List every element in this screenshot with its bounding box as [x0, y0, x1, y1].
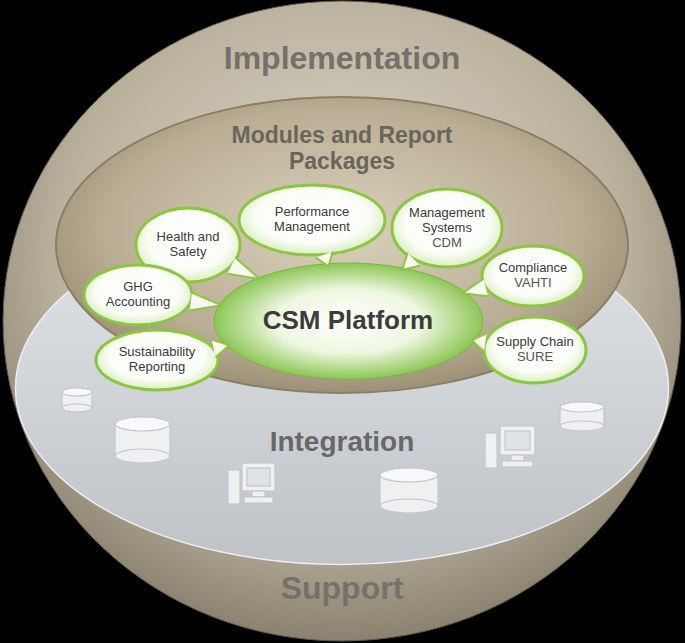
module-bubble: Sustainability Reporting — [93, 327, 221, 393]
database-icon — [62, 388, 92, 412]
node-label: Implementation — [2, 40, 682, 77]
node-sublabel: VAHTI — [495, 276, 571, 291]
module-bubble: Supply ChainSURE — [481, 314, 589, 386]
module-bubble: Management SystemsCDM — [389, 186, 505, 270]
node-label: Performance Management — [259, 205, 365, 235]
node-label: Compliance — [495, 261, 571, 276]
module-bubble: ComplianceVAHTI — [479, 243, 587, 309]
node-label: Modules and Report Packages — [230, 122, 455, 175]
database-icon — [380, 468, 438, 513]
node-label: Sustainability Reporting — [112, 345, 202, 375]
bubble-tail — [462, 279, 487, 296]
module-bubble: Performance Management — [236, 182, 388, 258]
bubble-tail — [190, 293, 222, 311]
computer-icon — [485, 426, 535, 468]
bubble-tail — [472, 333, 487, 351]
bubble-tail — [316, 252, 333, 267]
node-label: Management Systems — [407, 206, 488, 236]
bubble-tail — [212, 340, 229, 358]
node-label: Integration — [14, 426, 670, 458]
module-bubble: GHG Accounting — [81, 262, 195, 328]
node-sublabel: Support — [2, 570, 682, 607]
modules-ellipse: Modules and Report PackagesCSM Platform H… — [54, 95, 630, 395]
node-label: Supply Chain — [493, 335, 577, 350]
node-label: CSM Platform — [223, 306, 473, 336]
bubble-tail — [227, 257, 259, 279]
bubble-tail — [402, 253, 420, 270]
database-icon — [115, 417, 170, 463]
node-label: Health and Safety — [150, 230, 227, 260]
node-sublabel: SURE — [493, 350, 577, 365]
computer-icon — [228, 463, 275, 504]
node-label: GHG Accounting — [98, 280, 178, 310]
node-sublabel: CDM — [407, 235, 488, 250]
platform-ellipse: CSM Platform — [213, 262, 484, 380]
database-icon — [560, 402, 604, 431]
